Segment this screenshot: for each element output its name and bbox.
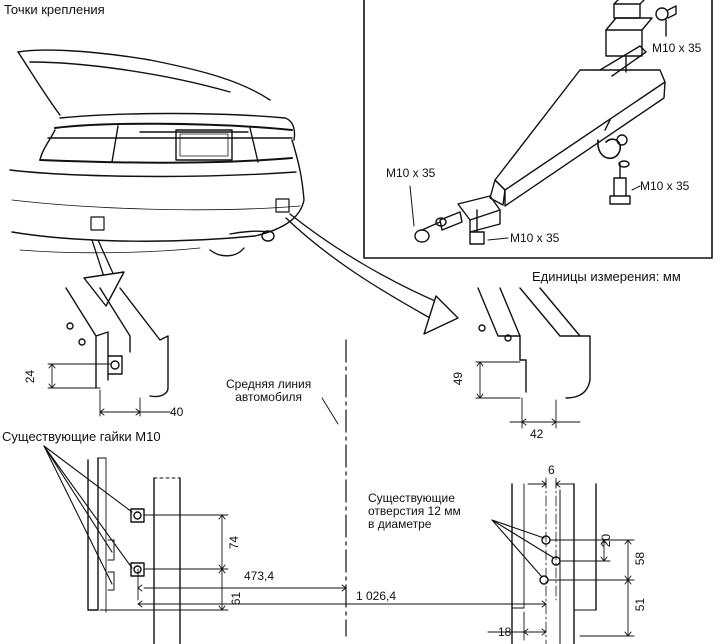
dim-left-vertical-upper: 74 [227, 535, 242, 550]
left-detail-view [47, 287, 171, 417]
dim-right-bottom: 18 [498, 625, 512, 639]
bolt-label-mid-left: M10 x 35 [386, 166, 436, 180]
centerline-label: Средняя линия автомобиля [226, 377, 312, 405]
vehicle-centerline [321, 339, 347, 637]
dim-left-vertical-lower: 61 [229, 591, 244, 606]
right-detail-view [475, 287, 591, 429]
dim-left-detail-height: 24 [23, 369, 38, 384]
bolt-label-top-right: M10 x 35 [652, 41, 702, 55]
dim-right-detail-width: 42 [530, 427, 544, 441]
left-frame-rail [43, 445, 547, 644]
existing-nuts-label: Существующие гайки M10 [2, 429, 161, 444]
units-label: Единицы измерения: мм [532, 269, 681, 284]
dim-overall: 1 026,4 [356, 589, 397, 603]
existing-holes-label: Существующие отверстия 12 мм в диаметре [368, 491, 461, 532]
dim-right-upper: 20 [599, 533, 614, 548]
dim-right-top: 6 [548, 463, 555, 477]
right-frame-rail [487, 477, 635, 644]
bolt-label-mid-right: M10 x 35 [640, 179, 690, 193]
pointer-arrows [83, 213, 459, 335]
dim-left-to-center: 473,4 [244, 569, 275, 583]
dim-right-mid: 58 [633, 551, 648, 566]
car-rear-illustration [9, 49, 305, 257]
page-title: Точки крепления [4, 2, 105, 17]
bolt-label-bottom: M10 x 35 [510, 231, 560, 245]
dim-right-lower: 51 [633, 597, 648, 612]
dim-left-detail-width: 40 [170, 405, 184, 419]
dim-right-detail-height: 49 [451, 371, 466, 386]
hitch-assembly-box [363, 0, 713, 259]
